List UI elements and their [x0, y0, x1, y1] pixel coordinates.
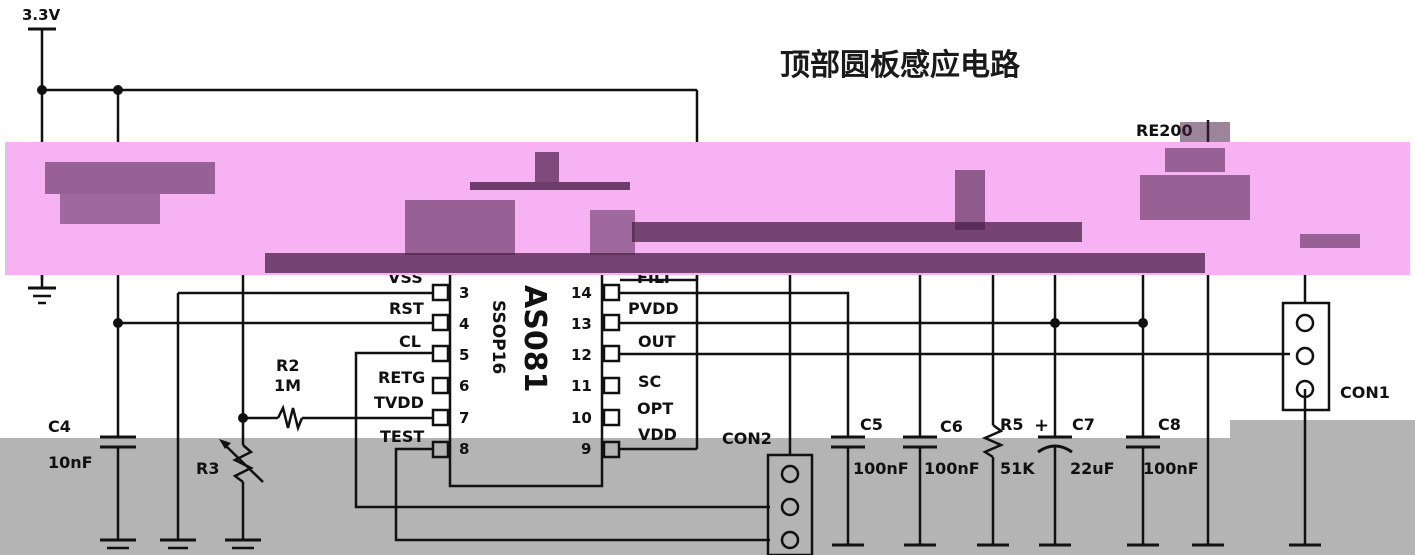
r5-value: 51K [1000, 459, 1035, 478]
pin-9-name: VDD [638, 425, 677, 444]
pin-13-num: 13 [571, 315, 592, 333]
c5-ref: C5 [860, 415, 883, 434]
pin-6-num: 6 [459, 377, 469, 395]
chip-name: AS081 [517, 285, 552, 392]
con2-connector [766, 453, 814, 555]
r5-resistor [977, 275, 1009, 547]
r2-resistor [243, 404, 433, 433]
page-title: 顶部圆板感应电路 [780, 48, 1021, 83]
c5-value: 100nF [853, 459, 909, 478]
pin-8-num: 8 [459, 440, 469, 458]
c4-value: 10nF [48, 453, 93, 472]
pin-3-num: 3 [459, 284, 469, 302]
c8-ref: C8 [1158, 415, 1181, 434]
pin-7-num: 7 [459, 409, 469, 427]
c4-ref: C4 [48, 417, 71, 436]
power-label: 3.3V [22, 6, 61, 24]
vss-ground-branch [160, 291, 433, 550]
pin-4-name: RST [389, 299, 424, 318]
c6-value: 100nF [924, 459, 980, 478]
c8-capacitor [1126, 275, 1160, 547]
chip-package: SSOP16 [488, 300, 508, 374]
pin-8-name: TEST [380, 427, 424, 446]
test-net [394, 447, 770, 542]
bottom-band [0, 438, 1415, 555]
pin-10-name: OPT [637, 399, 673, 418]
pin-14-name: PVDD [628, 299, 679, 318]
c7-polarity: + [1034, 415, 1049, 436]
c7-value: 22uF [1070, 459, 1115, 478]
con1-connector [1281, 275, 1331, 547]
c5-capacitor [831, 435, 865, 547]
pin-5-name: CL [399, 332, 421, 351]
c7-ref: C7 [1072, 415, 1095, 434]
re200-ref: RE200 [1136, 121, 1193, 140]
r5-ref: R5 [1000, 415, 1023, 434]
pin-4-num: 4 [459, 315, 469, 333]
pin-6-name: RETG [378, 368, 425, 387]
re200-glitch [1180, 122, 1230, 142]
r3-ref: R3 [196, 459, 219, 478]
ground-symbol-left-top [28, 275, 56, 305]
pin-10-num: 10 [571, 409, 592, 427]
pin-5-num: 5 [459, 346, 469, 364]
pin-11-num: 11 [571, 377, 592, 395]
bottom-band-right [1230, 420, 1415, 440]
r2-value: 1M [274, 376, 301, 395]
c6-ref: C6 [940, 417, 963, 436]
r3-branch [219, 275, 264, 550]
con1-ref: CON1 [1340, 383, 1390, 402]
r2-ref: R2 [276, 356, 299, 375]
pin-14-num: 14 [571, 284, 592, 302]
c7-capacitor [1037, 275, 1073, 547]
pin-7-name: TVDD [374, 393, 424, 412]
cl-net [354, 351, 770, 509]
c6-capacitor [903, 275, 937, 547]
c8-value: 100nF [1143, 459, 1199, 478]
pin-13-name: OUT [638, 332, 676, 351]
pin-12-num: 12 [571, 346, 592, 364]
c4-branch [100, 275, 136, 550]
re200-ground [1192, 275, 1224, 547]
corrupted-band [5, 142, 1410, 275]
pin-9-num: 9 [581, 440, 591, 458]
pin-11-name: SC [638, 372, 661, 391]
con2-ref: CON2 [722, 429, 772, 448]
